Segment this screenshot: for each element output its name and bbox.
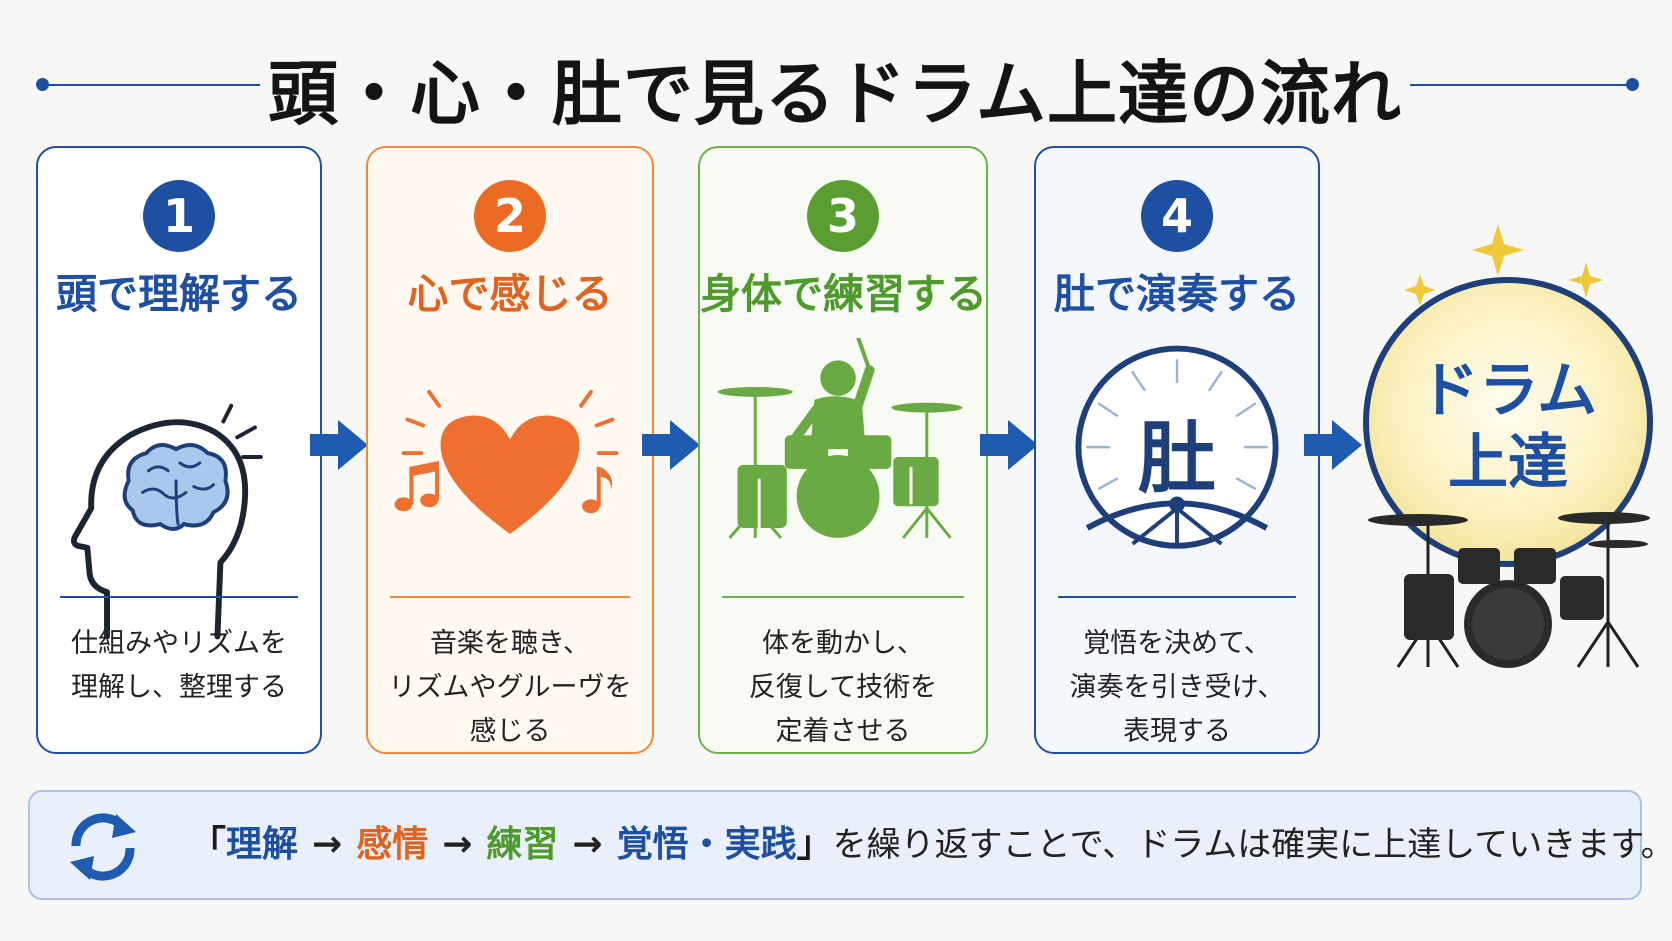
hara-emblem-text: 肚	[1137, 414, 1216, 504]
step-desc-line: 表現する	[1123, 716, 1231, 747]
step-heading-3: 身体で練習する	[700, 270, 987, 318]
summary-banner: 「理解 → 感情 → 練習 → 覚悟・実践」を繰り返すことで、ドラムは確実に上達していきます…	[28, 790, 1672, 900]
step-desc-line: 定着させる	[775, 716, 911, 747]
step-desc-1: 仕組みやリズムを 理解し、整理する	[38, 622, 320, 710]
step-desc-line: 感じる	[469, 716, 551, 747]
step-number-4: 4	[1141, 180, 1213, 252]
heart-music-icon	[394, 389, 619, 534]
step-card-2: 2 心で感じる 音楽を聴き、 リズムやグルーヴを 感じる	[366, 146, 654, 754]
quote-close: 」	[796, 824, 833, 865]
step-heading-4: 肚で演奏する	[1054, 270, 1300, 318]
title-line-right	[1410, 84, 1634, 86]
arrow-glyph: →	[442, 824, 473, 865]
step-desc-line: 体を動かし、	[762, 628, 924, 659]
step-separator-1	[60, 596, 298, 598]
quote-open: 「	[190, 824, 227, 865]
step-separator-4	[1058, 596, 1296, 598]
step-number-1: 1	[143, 180, 215, 252]
drummer-icon	[717, 338, 963, 539]
keyword-understanding: 理解	[226, 824, 299, 865]
title-row: 頭・心・肚で見るドラム上達の流れ	[0, 18, 1672, 135]
goal-badge: ドラム 上達	[1358, 222, 1658, 692]
summary-message: 「理解 → 感情 → 練習 → 覚悟・実践」を繰り返すことで、ドラムは確実に上達していきます…	[190, 792, 1672, 898]
step-number-3: 3	[807, 180, 879, 252]
keyword-practice: 練習	[486, 824, 559, 865]
step-desc-4: 覚悟を決めて、 演奏を引き受け、 表現する	[1036, 622, 1318, 754]
arrow-glyph: →	[312, 824, 343, 865]
flow-arrow-icon	[642, 420, 700, 470]
step-heading-2: 心で感じる	[407, 270, 613, 318]
step-desc-line: 反復して技術を	[748, 672, 938, 703]
keyword-resolve-practice: 覚悟・実践	[616, 824, 797, 865]
step-desc-2: 音楽を聴き、 リズムやグルーヴを 感じる	[368, 622, 652, 754]
flow-arrow-icon	[980, 420, 1038, 470]
step-desc-3: 体を動かし、 反復して技術を 定着させる	[700, 622, 986, 754]
step-card-3: 3 身体で練習する 体を動かし、 反復して技術を 定着させる	[698, 146, 988, 754]
page-title: 頭・心・肚で見るドラム上達の流れ	[268, 53, 1402, 135]
step-card-1: 1 頭で理解する 仕組みやリズムを 理解し、整理する	[36, 146, 322, 754]
step-number-2: 2	[474, 180, 546, 252]
arrow-glyph: →	[572, 824, 603, 865]
step-card-4: 4 肚で演奏する 肚 覚悟を決めて、 演奏を引き受け、 表現する	[1034, 146, 1320, 754]
title-dot-right	[1626, 78, 1639, 91]
flow-arrow-icon	[1304, 420, 1362, 470]
hara-emblem-icon: 肚	[1036, 338, 1318, 718]
step-desc-line: 演奏を引き受け、	[1069, 672, 1285, 703]
goal-text-line1: ドラム	[1418, 356, 1598, 426]
summary-rest: を繰り返すことで、ドラムは確実に上達していきます。	[832, 825, 1672, 865]
step-desc-line: 理解し、整理する	[71, 672, 287, 703]
step-desc-line: 音楽を聴き、	[429, 628, 591, 659]
step-separator-3	[722, 596, 964, 598]
step-heading-1: 頭で理解する	[56, 270, 302, 318]
goal-background	[1363, 224, 1653, 567]
step-separator-2	[390, 596, 630, 598]
flow-arrow-icon	[310, 420, 368, 470]
title-line-left	[42, 84, 260, 86]
keyword-emotion: 感情	[356, 824, 429, 865]
goal-text-line2: 上達	[1448, 428, 1568, 498]
cycle-icon	[70, 813, 136, 881]
step-desc-line: 仕組みやリズムを	[71, 628, 287, 659]
drum-kit-icon	[1368, 512, 1650, 668]
brain-head-icon	[70, 403, 263, 640]
step-desc-line: 覚悟を決めて、	[1083, 628, 1271, 659]
step-desc-line: リズムやグルーヴを	[388, 672, 632, 703]
